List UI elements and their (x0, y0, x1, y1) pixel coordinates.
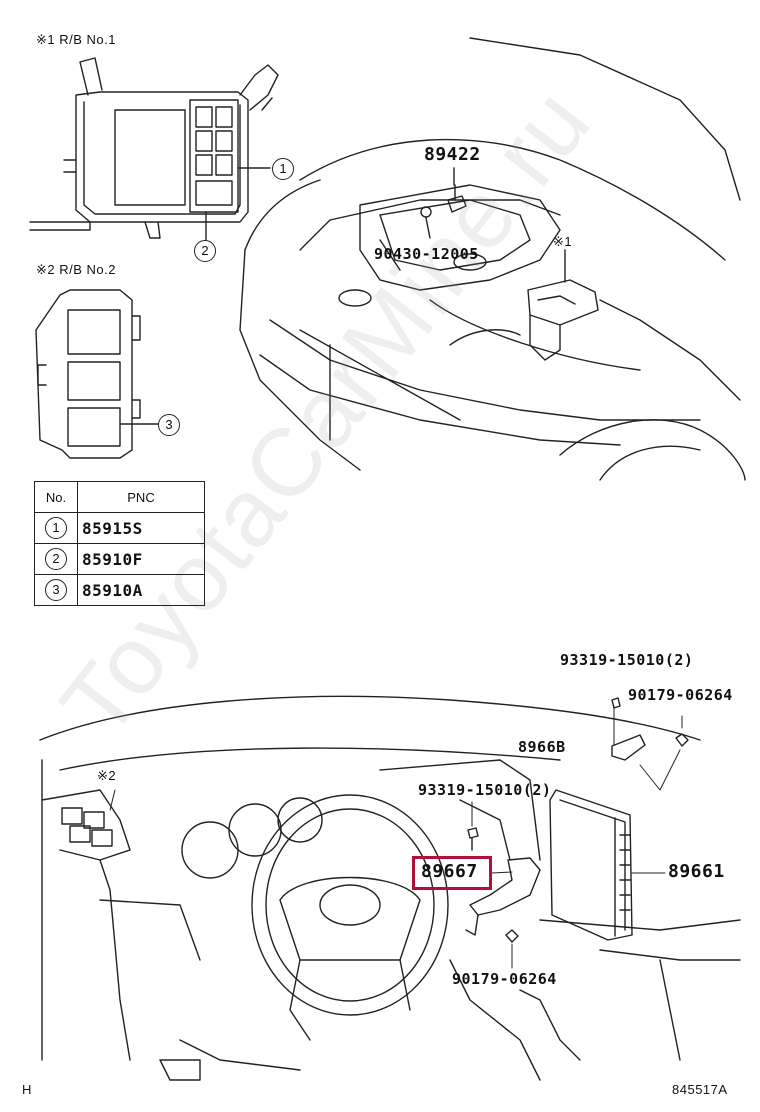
part-8966b[interactable]: 8966B (518, 738, 566, 756)
pnc-table-header: No. PNC (34, 481, 205, 513)
relay-block-1-drawing (29, 57, 279, 241)
part-89667[interactable]: 89667 (421, 861, 478, 882)
table-row: 1 85915S (34, 512, 205, 544)
part-highlight-box (412, 856, 492, 890)
col-no: No. (34, 481, 78, 513)
rb2-title: ※2 R/B No.2 (36, 262, 116, 277)
callout-1: 1 (272, 158, 294, 180)
callout-3: 3 (158, 414, 180, 436)
row-number: 2 (45, 548, 67, 570)
ref-mark-1: ※1 (553, 234, 573, 249)
part-89661[interactable]: 89661 (668, 861, 725, 882)
pnc-table: No. PNC 1 85915S 2 85910F 3 85910A (34, 481, 205, 606)
part-90430-12005[interactable]: 90430-12005 (374, 245, 479, 263)
row-number: 1 (45, 517, 67, 539)
part-93319-15010-top[interactable]: 93319-15010(2) (560, 651, 694, 669)
part-89422[interactable]: 89422 (424, 144, 481, 165)
footer-diagram-code: 845517A (672, 1082, 728, 1097)
row-pnc[interactable]: 85910A (77, 574, 205, 606)
row-pnc[interactable]: 85915S (77, 512, 205, 544)
part-90179-06264-bottom[interactable]: 90179-06264 (452, 970, 557, 988)
rb1-title: ※1 R/B No.1 (36, 32, 116, 47)
callout-2: 2 (194, 240, 216, 262)
part-93319-15010-mid[interactable]: 93319-15010(2) (418, 781, 552, 799)
dashboard-drawing (39, 695, 741, 1081)
footer-left: H (22, 1082, 32, 1097)
relay-block-2-drawing (35, 289, 159, 459)
engine-bay-drawing (239, 37, 746, 481)
col-pnc: PNC (77, 481, 205, 513)
row-pnc[interactable]: 85910F (77, 543, 205, 575)
row-number: 3 (45, 579, 67, 601)
table-row: 3 85910A (34, 574, 205, 606)
part-90179-06264-top[interactable]: 90179-06264 (628, 686, 733, 704)
leader-lines (109, 705, 683, 969)
table-row: 2 85910F (34, 543, 205, 575)
ref-mark-2: ※2 (97, 768, 117, 783)
